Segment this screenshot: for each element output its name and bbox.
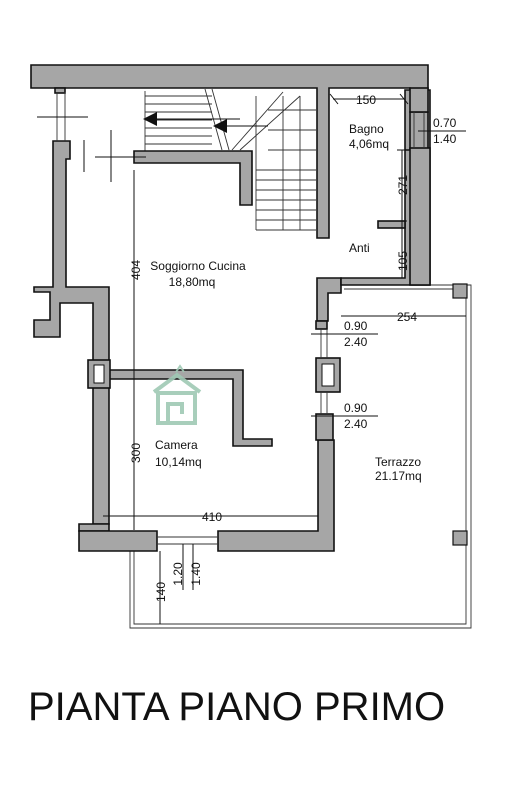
dim-terrace-width: 254 [397, 310, 417, 324]
win-bedroom-width: 1.20 [171, 562, 185, 586]
win-bath-height: 1.40 [433, 132, 457, 146]
room-anti-name: Anti [349, 241, 370, 255]
room-bath-name: Bagno [349, 122, 384, 136]
stair-arrow-icon [143, 112, 157, 126]
room-bedroom-name: Camera [155, 438, 198, 452]
room-terrace-area: 21.17mq [375, 469, 422, 483]
stair-arrow-icon [213, 119, 227, 133]
dim-bedroom-length: 300 [129, 443, 143, 463]
dim-living-length: 404 [129, 260, 143, 280]
terrace-pillar-top [452, 283, 468, 299]
staircase [143, 88, 316, 231]
house-logo-icon [152, 364, 202, 425]
room-bedroom-area: 10,14mq [155, 455, 202, 469]
dim-terrace-depth: 140 [154, 582, 168, 602]
win-terrace1-height: 2.40 [344, 335, 368, 349]
room-living-area: 18,80mq [169, 275, 216, 289]
dim-bath-width: 150 [356, 93, 376, 107]
room-bath-area: 4,06mq [349, 137, 389, 151]
room-living-name: Soggiorno Cucina [150, 259, 246, 273]
dim-anti-length: 105 [396, 251, 410, 271]
win-terrace2-height: 2.40 [344, 417, 368, 431]
dim-bath-length: 271 [396, 175, 410, 195]
dim-bedroom-width: 410 [202, 510, 222, 524]
win-bath-width: 0.70 [433, 116, 457, 130]
room-terrace-name: Terrazzo [375, 455, 421, 469]
terrace-pillar-bottom [452, 530, 468, 546]
dimension-lines [37, 93, 466, 624]
walls [30, 64, 431, 552]
win-terrace2-width: 0.90 [344, 401, 368, 415]
win-bedroom-height: 1.40 [189, 562, 203, 586]
page-title: PIANTA PIANO PRIMO [28, 685, 445, 729]
win-terrace1-width: 0.90 [344, 319, 368, 333]
